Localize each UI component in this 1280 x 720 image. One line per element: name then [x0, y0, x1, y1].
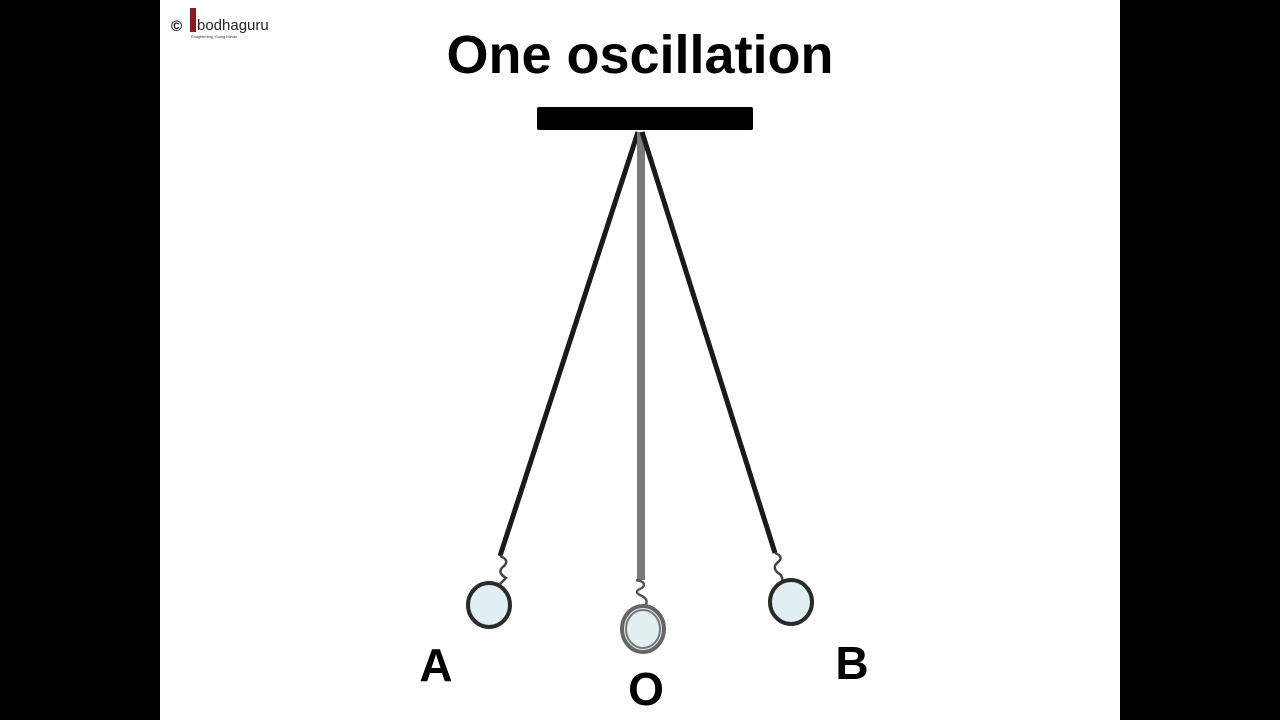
logo-pencil-icon [190, 8, 196, 32]
label-o: O [628, 663, 664, 715]
hook-left [499, 554, 509, 585]
label-a: A [419, 639, 452, 691]
bob-left [466, 581, 512, 629]
copyright-symbol: © [171, 18, 182, 35]
logo-brand: bodhaguru [197, 17, 269, 34]
string-left [497, 131, 641, 557]
pendulum-support [537, 107, 753, 130]
bob-right [768, 578, 814, 626]
bob-center [620, 604, 666, 654]
logo: © bodhaguru Enlightening Young Minds [171, 8, 269, 39]
bob-center-ring [625, 609, 661, 649]
label-b: B [835, 637, 868, 689]
pendulum-left [466, 131, 641, 629]
pendulum-center [620, 132, 666, 654]
hook-center [635, 578, 648, 609]
pendulum-right [639, 131, 814, 626]
page-title: One oscillation [446, 25, 833, 85]
hook-right [773, 551, 785, 582]
logo-tagline: Enlightening Young Minds [191, 34, 237, 39]
string-right [639, 131, 778, 554]
